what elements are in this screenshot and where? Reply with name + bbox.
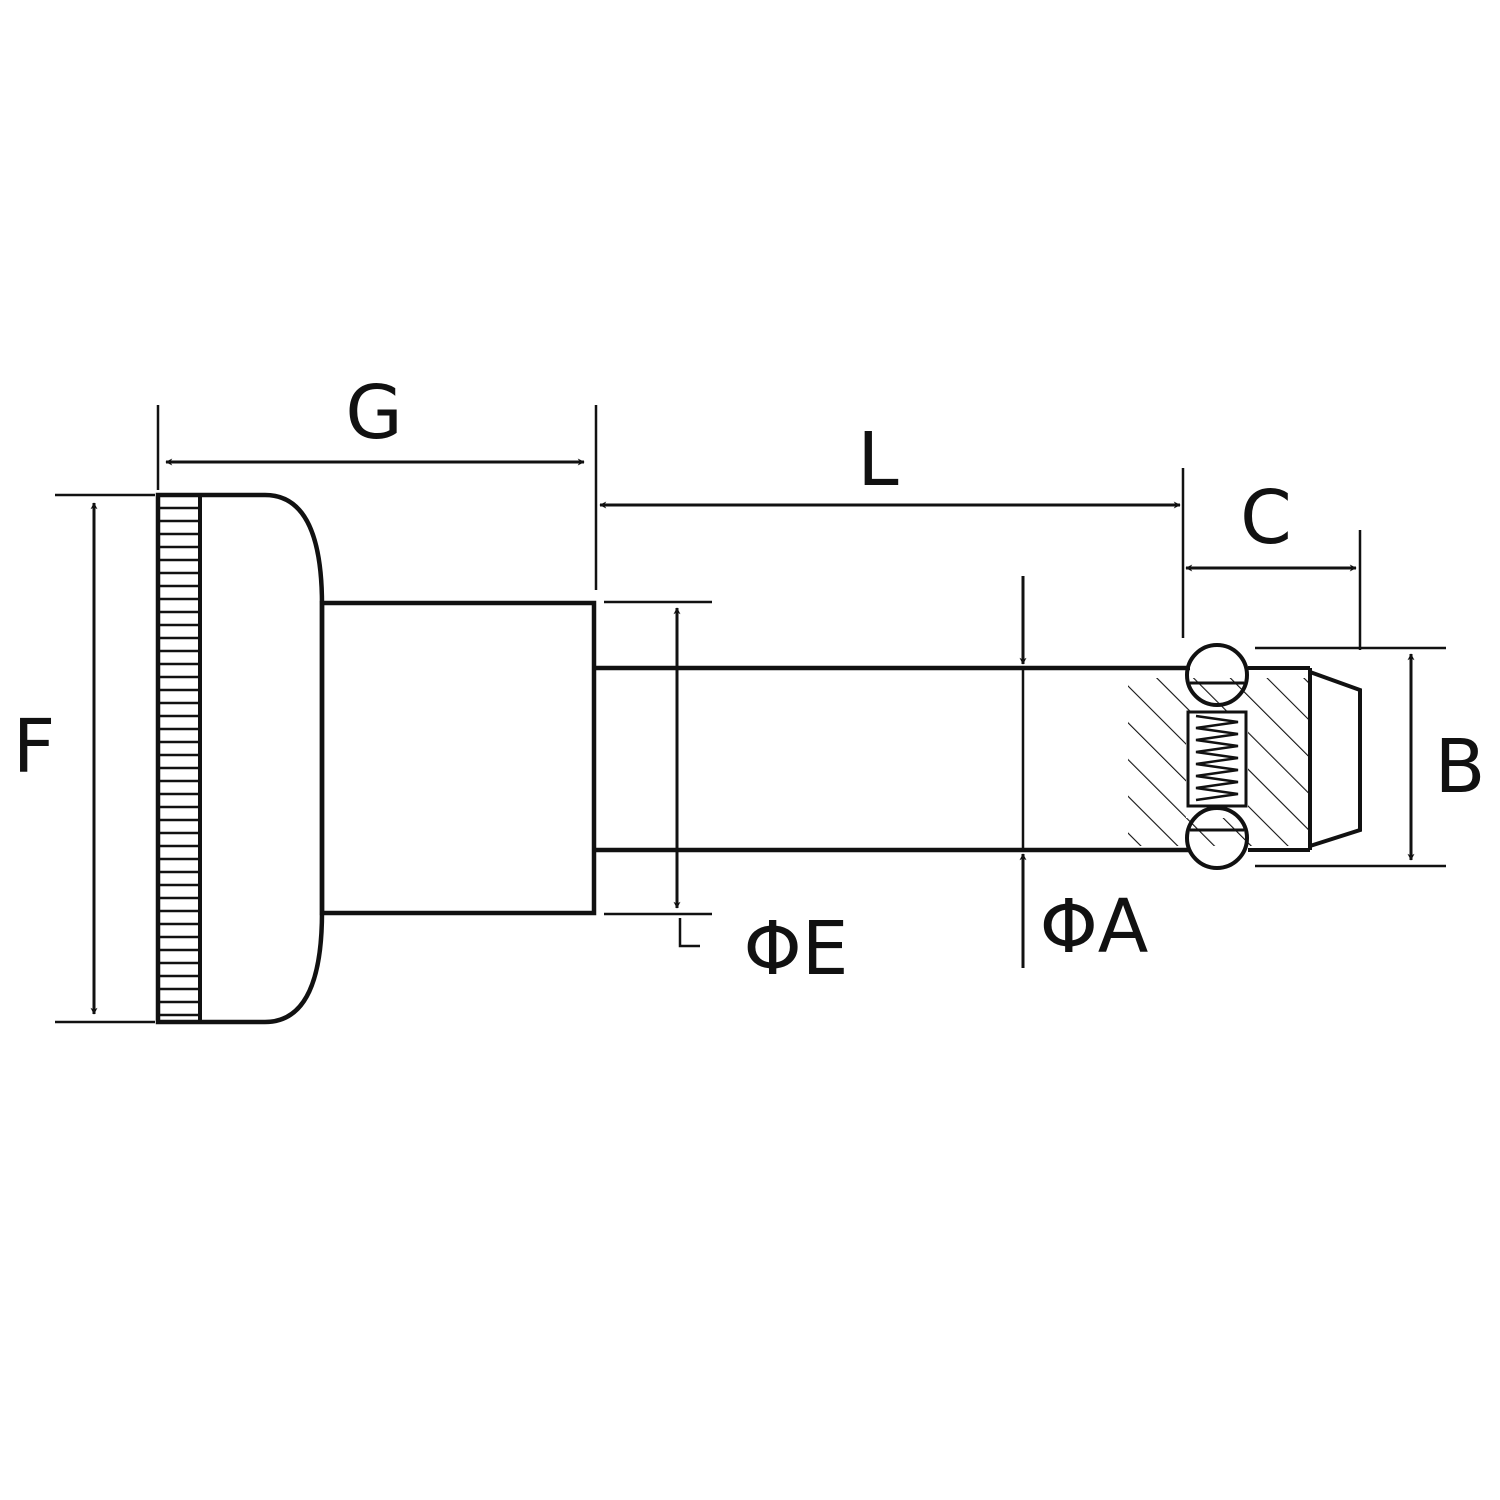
label-b: B <box>1435 724 1486 810</box>
label-g: G <box>345 370 402 456</box>
dimension-lines <box>90 458 1415 1015</box>
label-f: F <box>13 704 56 790</box>
label-phi-a: ΦA <box>1040 884 1149 970</box>
spring <box>1186 710 1248 808</box>
collar <box>319 600 597 916</box>
knurl-lines <box>158 506 200 1017</box>
pin-shaft <box>594 665 1190 853</box>
label-phi-e: ΦE <box>743 906 848 992</box>
extension-lines <box>55 405 1446 1024</box>
detent-balls <box>1185 643 1249 870</box>
knurled-head <box>155 492 325 1025</box>
label-l: L <box>857 417 898 503</box>
label-c: C <box>1240 475 1292 561</box>
